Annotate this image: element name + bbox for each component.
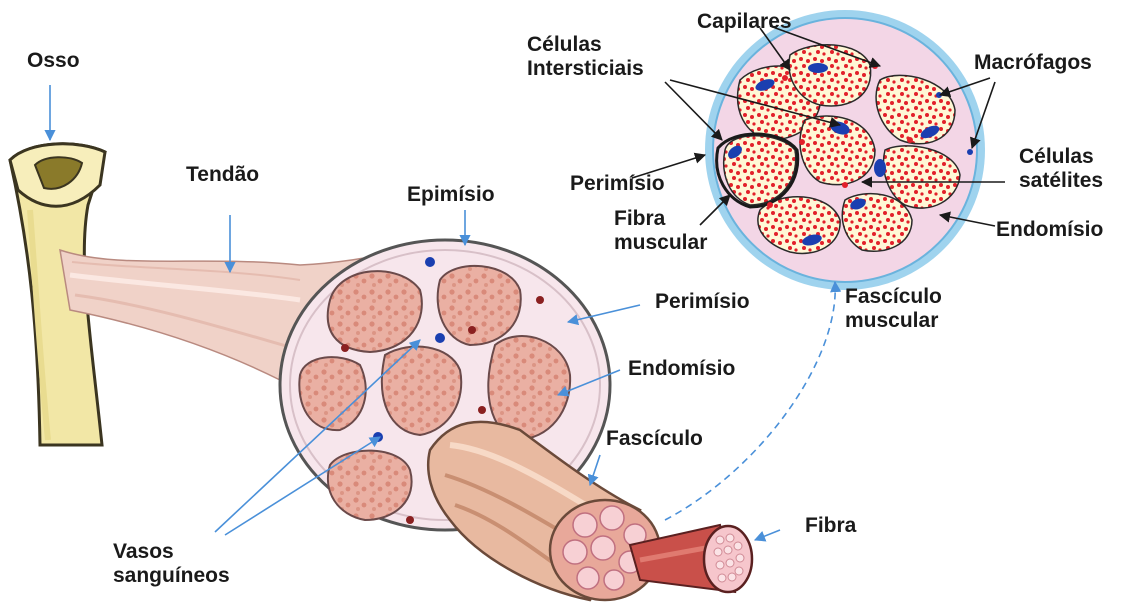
label-fibra-muscular-line1: Fibra — [614, 207, 707, 231]
label-epimisio: Epimísio — [407, 183, 495, 207]
label-perimisio-right: Perimísio — [570, 172, 665, 196]
label-capilares: Capilares — [697, 10, 792, 34]
label-fibra-muscular: Fibra muscular — [614, 207, 707, 255]
label-fibra-muscular-line2: muscular — [614, 231, 707, 255]
label-celulas-intersticiais-line2: Intersticiais — [527, 57, 644, 81]
label-celulas-satelites-line2: satélites — [1019, 169, 1103, 193]
label-perimisio-left: Perimísio — [655, 290, 750, 314]
label-vasos-line1: Vasos — [113, 540, 230, 564]
label-endomisio-right: Endomísio — [996, 218, 1103, 242]
label-vasos-sanguineos: Vasos sanguíneos — [113, 540, 230, 588]
label-fibra: Fibra — [805, 514, 856, 538]
label-celulas-intersticiais: Células Intersticiais — [527, 33, 644, 81]
label-tendao: Tendão — [186, 163, 259, 187]
label-osso: Osso — [27, 49, 80, 73]
microscopic-cross-section — [705, 10, 985, 290]
label-celulas-intersticiais-line1: Células — [527, 33, 644, 57]
label-fasciculo-muscular: Fascículo muscular — [845, 285, 942, 333]
label-celulas-satelites: Células satélites — [1019, 145, 1103, 193]
label-endomisio-left: Endomísio — [628, 357, 735, 381]
label-fasciculo-muscular-line1: Fascículo — [845, 285, 942, 309]
label-macrofagos: Macrófagos — [974, 51, 1092, 75]
label-vasos-line2: sanguíneos — [113, 564, 230, 588]
label-celulas-satelites-line1: Células — [1019, 145, 1103, 169]
label-fasciculo: Fascículo — [606, 427, 703, 451]
label-fasciculo-muscular-line2: muscular — [845, 309, 942, 333]
